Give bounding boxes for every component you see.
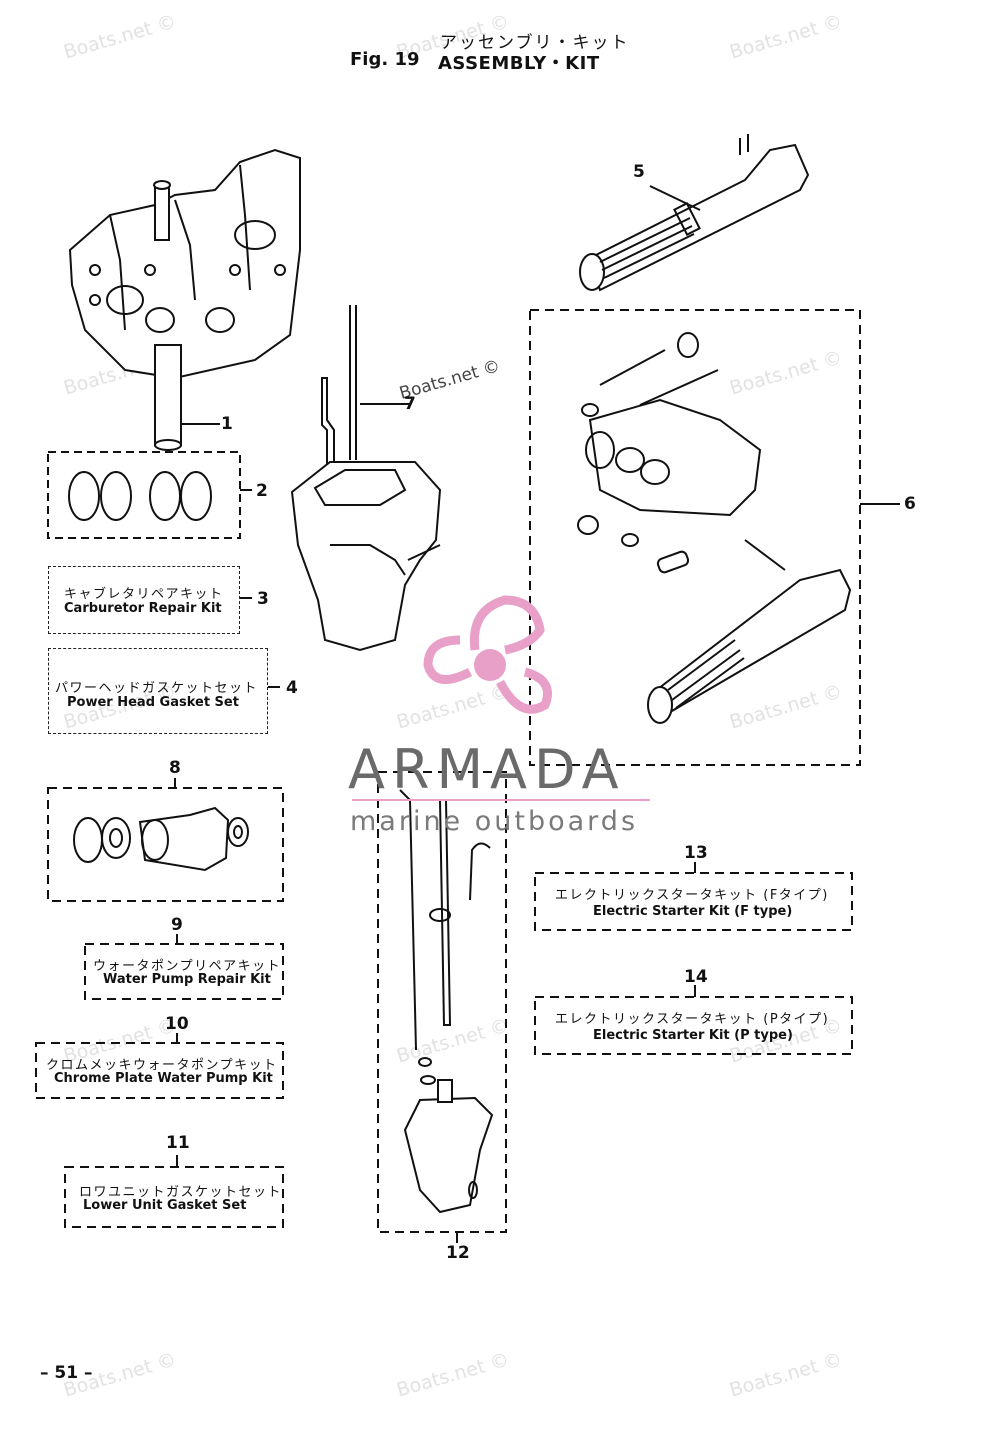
callout-11: 11	[166, 1133, 190, 1153]
kit-name-japanese: ウォータポンプリペアキット	[93, 959, 282, 974]
kit-box-electric-starter-f: エレクトリックスタータキット (Fタイプ) Electric Starter K…	[535, 873, 852, 930]
callout-9: 9	[171, 915, 183, 935]
callout-1: 1	[221, 414, 233, 434]
power-head-drawing	[68, 148, 301, 451]
armada-logo-propeller	[423, 595, 552, 714]
lower-unit-drawing	[290, 305, 442, 652]
shaft-kit-drawing	[399, 789, 494, 1214]
callout-13: 13	[684, 843, 708, 863]
kit-box-electric-starter-p: エレクトリックスタータキット (Pタイプ) Electric Starter K…	[535, 997, 852, 1054]
kit-name-japanese: クロムメッキウォータポンプキット	[46, 1058, 278, 1073]
kit-name-english: Power Head Gasket Set	[67, 695, 239, 710]
tiller-handle-drawing	[579, 134, 810, 292]
callout-3: 3	[257, 589, 269, 609]
kit-name-japanese: エレクトリックスタータキット (Fタイプ)	[555, 888, 829, 903]
callout-12: 12	[446, 1243, 470, 1263]
callout-4: 4	[286, 678, 298, 698]
kit-box-carburetor-repair: キャブレタリペアキット Carburetor Repair Kit	[48, 566, 240, 634]
figure-title-japanese: アッセンブリ・キット	[440, 33, 630, 53]
kit-name-english: Lower Unit Gasket Set	[83, 1198, 247, 1213]
kit-name-english: Electric Starter Kit (F type)	[593, 904, 793, 919]
callout-7: 7	[404, 394, 416, 414]
callout-5: 5	[633, 162, 645, 182]
callout-6: 6	[904, 494, 916, 514]
figure-number: Fig. 19	[350, 49, 420, 70]
kit-name-english: Carburetor Repair Kit	[64, 601, 222, 616]
kit-name-japanese: キャブレタリペアキット	[64, 587, 224, 602]
callout-8: 8	[169, 758, 181, 778]
callout-10: 10	[165, 1014, 189, 1034]
kit-name-japanese: エレクトリックスタータキット (Pタイプ)	[555, 1012, 830, 1027]
logo-title: ARMADA	[348, 738, 626, 801]
kit-box-lower-unit-gasket: ロワユニットガスケットセット Lower Unit Gasket Set	[65, 1167, 283, 1227]
figure-title: ASSEMBLY・KIT	[438, 53, 600, 74]
callout-14: 14	[684, 967, 708, 987]
electric-start-tiller-drawing	[577, 332, 852, 724]
kit-name-english: Chrome Plate Water Pump Kit	[54, 1071, 273, 1086]
kit-box-water-pump-repair: ウォータポンプリペアキット Water Pump Repair Kit	[85, 944, 283, 999]
kit-box-chrome-plate-water-pump: クロムメッキウォータポンプキット Chrome Plate Water Pump…	[36, 1043, 283, 1098]
kit-name-english: Electric Starter Kit (P type)	[593, 1028, 793, 1043]
page-number: – 51 –	[40, 1363, 93, 1383]
kit-name-japanese: パワーヘッドガスケットセット	[55, 681, 259, 696]
logo-subtitle: marine outboards	[350, 806, 639, 837]
kit-name-english: Water Pump Repair Kit	[103, 972, 271, 987]
callout-2: 2	[256, 481, 268, 501]
kit-name-japanese: ロワユニットガスケットセット	[79, 1185, 283, 1200]
kit-box-power-head-gasket: パワーヘッドガスケットセット Power Head Gasket Set	[48, 648, 268, 734]
